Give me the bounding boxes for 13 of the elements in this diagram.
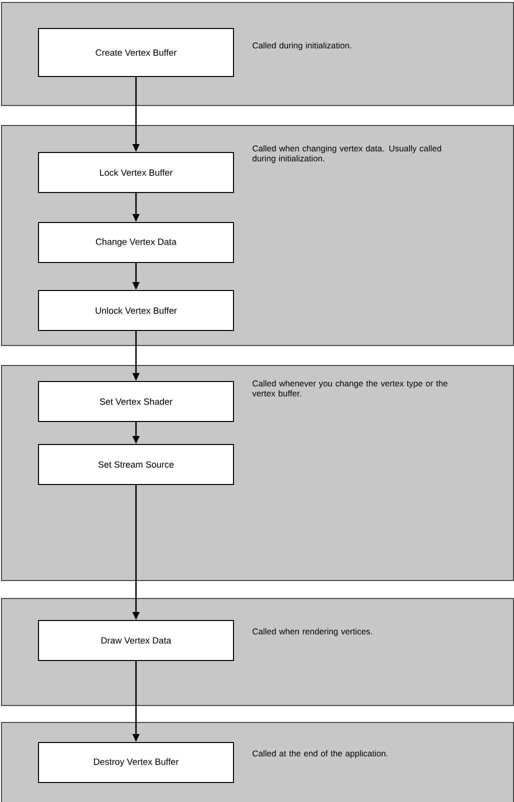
process-box: Destroy Vertex Buffer — [38, 742, 234, 783]
process-box: Draw Vertex Data — [38, 620, 234, 661]
process-box: Unlock Vertex Buffer — [38, 290, 234, 331]
process-box: Set Vertex Shader — [38, 381, 234, 422]
process-box: Set Stream Source — [38, 444, 234, 485]
note-text: Called when rendering vertices. — [252, 628, 372, 636]
note-text: Called at the end of the application. — [252, 750, 388, 758]
note-text: Called whenever you change the vertex type or the vertex buffer. — [252, 380, 448, 396]
note-text: Called during initialization. — [252, 42, 352, 50]
note-text: Called when changing vertex data. Usually called during initialization. — [252, 145, 442, 164]
process-box: Change Vertex Data — [38, 222, 234, 263]
process-box: Lock Vertex Buffer — [38, 152, 234, 193]
process-box: Create Vertex Buffer — [38, 28, 234, 77]
